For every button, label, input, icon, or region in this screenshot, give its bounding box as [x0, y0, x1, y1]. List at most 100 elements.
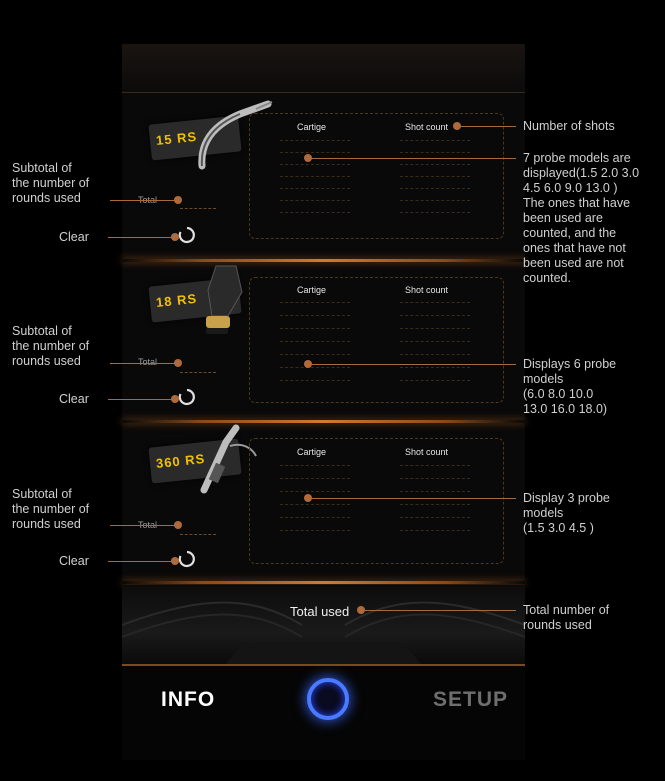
total-value-line: [180, 372, 216, 373]
row-line: [400, 465, 470, 466]
col-cartridge: Cartige: [297, 122, 327, 132]
handpiece-360rs-icon: [200, 424, 257, 494]
section-divider: [122, 259, 525, 262]
row-line: [400, 176, 470, 177]
cartridge-table: Cartige Shot count: [249, 438, 504, 564]
leader-line: [108, 561, 174, 562]
col-cartridge: Cartige: [297, 285, 327, 295]
subtotal-annotation: Subtotal of the number of rounds used: [12, 487, 90, 531]
leader-line: [110, 525, 178, 526]
row-line: [280, 140, 350, 141]
clear-icon[interactable]: [178, 550, 196, 568]
row-line: [280, 341, 350, 342]
row-line: [280, 530, 350, 531]
row-line: [400, 530, 470, 531]
section-divider: [122, 420, 525, 423]
row-line: [280, 152, 350, 153]
subtotal-annotation: Subtotal of the number of rounds used: [12, 161, 90, 205]
total-value-line: [180, 208, 216, 209]
row-line: [400, 140, 470, 141]
leader-line: [460, 126, 516, 127]
table-annotation: Displays 6 probe models (6.0 8.0 10.0 13…: [523, 357, 617, 416]
row-line: [280, 465, 350, 466]
row-line: [280, 354, 350, 355]
info-button[interactable]: INFO: [161, 688, 216, 711]
leader-dot: [453, 122, 461, 130]
total-used-annotation: Total number of rounds used: [523, 603, 610, 632]
table-annotation: Display 3 probe models (1.5 3.0 4.5 ): [523, 491, 610, 535]
section-divider: [122, 581, 525, 584]
clear-annotation: Clear: [59, 554, 89, 568]
table-annotation: 7 probe models are displayed(1.5 2.0 3.0…: [523, 151, 640, 285]
row-line: [280, 176, 350, 177]
leader-line: [110, 363, 178, 364]
row-line: [400, 341, 470, 342]
leader-dot: [171, 395, 179, 403]
row-line: [400, 504, 470, 505]
row-line: [280, 380, 350, 381]
row-line: [280, 491, 350, 492]
leader-line: [110, 200, 178, 201]
clear-icon[interactable]: [178, 388, 196, 406]
subtotal-annotation: Subtotal of the number of rounds used: [12, 324, 90, 368]
row-line: [400, 380, 470, 381]
leader-line: [108, 399, 174, 400]
clear-icon[interactable]: [178, 226, 196, 244]
shot-count-annotation: Number of shots: [523, 119, 615, 133]
row-line: [280, 315, 350, 316]
row-line: [400, 152, 470, 153]
leader-line: [311, 158, 516, 159]
row-line: [400, 367, 470, 368]
total-used-panel: [122, 585, 525, 665]
row-line: [400, 328, 470, 329]
total-used-label: Total used: [290, 604, 350, 619]
power-ring-icon[interactable]: [307, 678, 349, 720]
leader-dot: [304, 494, 312, 502]
leader-dot: [174, 196, 182, 204]
cartridge-table: Cartige Shot count: [249, 113, 504, 239]
leader-line: [311, 498, 516, 499]
row-line: [400, 212, 470, 213]
handle-label: 18 RS: [155, 290, 198, 311]
leader-line: [108, 237, 174, 238]
row-line: [280, 367, 350, 368]
setup-button[interactable]: SETUP: [433, 688, 509, 711]
row-line: [280, 504, 350, 505]
leader-dot: [304, 154, 312, 162]
row-line: [280, 328, 350, 329]
leader-dot: [304, 360, 312, 368]
cartridge-table: Cartige Shot count: [249, 277, 504, 403]
leader-dot: [171, 557, 179, 565]
total-label: Total: [138, 357, 158, 367]
row-line: [400, 517, 470, 518]
col-cartridge: Cartige: [297, 447, 327, 457]
row-line: [400, 164, 470, 165]
clear-annotation: Clear: [59, 392, 89, 406]
total-value-line: [180, 534, 216, 535]
top-bezel: [122, 44, 525, 93]
leader-line: [364, 610, 516, 611]
row-line: [400, 491, 470, 492]
leader-dot: [171, 233, 179, 241]
row-line: [280, 212, 350, 213]
col-shot-count: Shot count: [405, 285, 449, 295]
row-line: [400, 302, 470, 303]
handpiece-15rs-icon: [198, 100, 273, 170]
row-line: [400, 478, 470, 479]
row-line: [280, 164, 350, 165]
col-shot-count: Shot count: [405, 122, 449, 132]
decorative-waves: [122, 601, 525, 665]
leader-dot: [174, 521, 182, 529]
row-line: [280, 517, 350, 518]
row-line: [400, 315, 470, 316]
handle-label: 15 RS: [155, 128, 198, 149]
col-shot-count: Shot count: [405, 447, 449, 457]
row-line: [280, 188, 350, 189]
leader-line: [311, 364, 516, 365]
row-line: [280, 302, 350, 303]
row-line: [400, 188, 470, 189]
row-line: [280, 478, 350, 479]
clear-annotation: Clear: [59, 230, 89, 244]
row-line: [280, 200, 350, 201]
leader-dot: [357, 606, 365, 614]
